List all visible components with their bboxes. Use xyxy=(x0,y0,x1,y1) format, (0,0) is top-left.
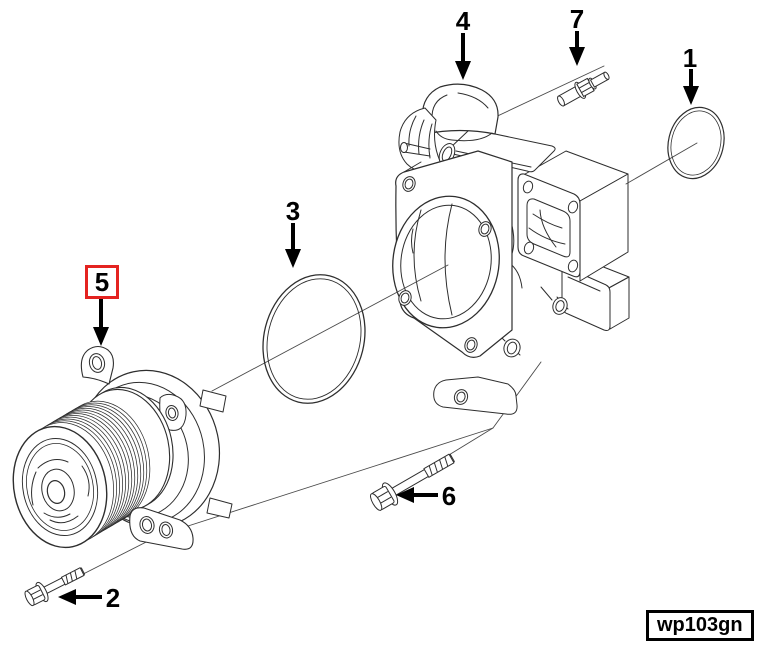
callout-4-number[interactable]: 4 xyxy=(455,6,471,36)
callout-1-arrow-icon xyxy=(689,69,693,87)
callout-6-arrow-icon xyxy=(412,493,438,497)
o-ring-large-drawing xyxy=(262,274,366,404)
water-pump-assembly-drawing xyxy=(12,345,233,550)
callout-7-arrow-icon xyxy=(575,31,579,48)
water-pump-housing-drawing xyxy=(392,83,630,415)
stud-fitting-drawing xyxy=(557,71,610,107)
assembly-centerline xyxy=(211,142,698,392)
o-ring-small-drawing xyxy=(667,106,725,180)
callout-3-number[interactable]: 3 xyxy=(285,196,301,226)
callout-2-arrow-icon xyxy=(74,595,102,599)
callout-6-number[interactable]: 6 xyxy=(441,481,457,511)
callout-5-arrow-icon xyxy=(99,299,103,328)
callout-3-arrow-icon xyxy=(291,223,295,250)
callout-5-number[interactable]: 5 xyxy=(85,265,119,299)
short-bolt-drawing xyxy=(24,567,86,607)
callout-4-arrow-icon xyxy=(461,33,465,62)
callout-7-number[interactable]: 7 xyxy=(569,4,585,34)
figure-code-label: wp103gn xyxy=(646,610,754,641)
callout-2-number[interactable]: 2 xyxy=(105,583,121,613)
callout-1-number[interactable]: 1 xyxy=(682,43,698,73)
